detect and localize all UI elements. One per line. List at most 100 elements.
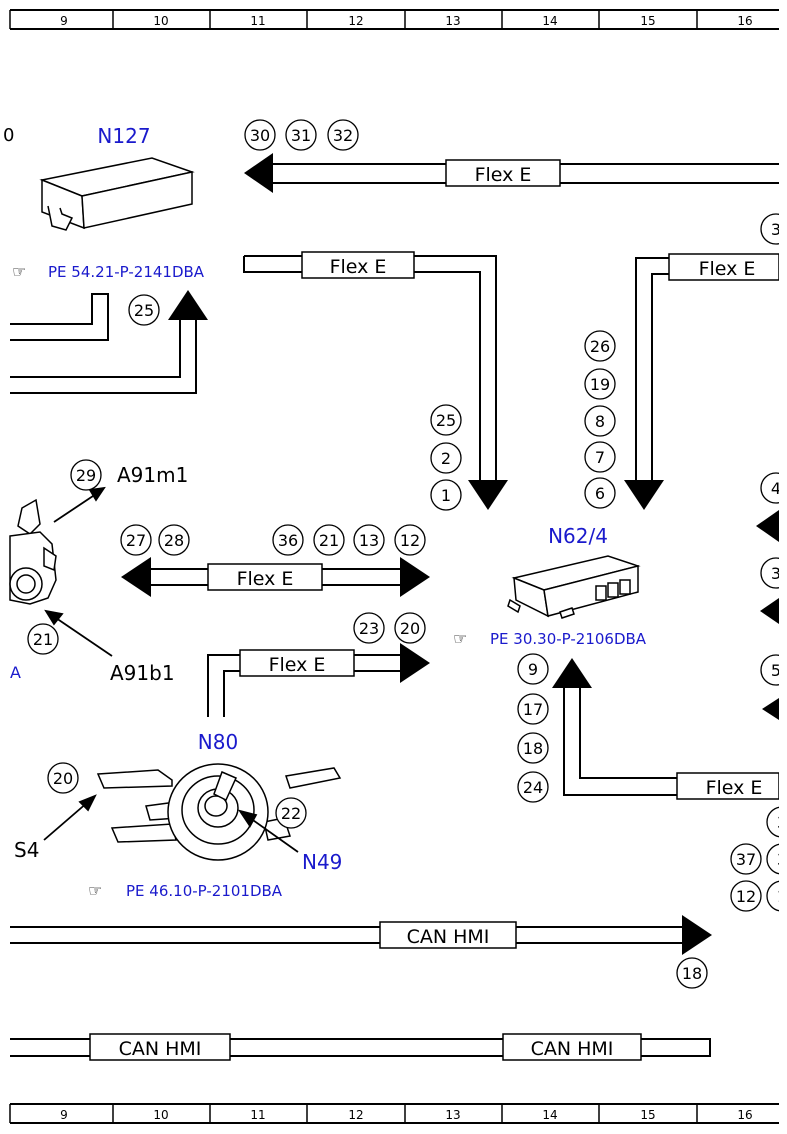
hand-pointer-icon: ☞ bbox=[88, 881, 102, 900]
callout-number: 3 bbox=[777, 850, 787, 869]
ref-n127-text[interactable]: PE 54.21-P-2141DBA bbox=[48, 263, 205, 281]
bus-line-left-upper bbox=[10, 293, 109, 341]
a91b1-label: A91b1 bbox=[110, 661, 175, 685]
ref-n127[interactable]: ☞ PE 54.21-P-2141DBA bbox=[12, 262, 205, 281]
ruler-col: 13 bbox=[445, 1108, 460, 1122]
callout-number: 18 bbox=[682, 964, 702, 983]
callout-number: 6 bbox=[595, 484, 605, 503]
callout-number: 1 bbox=[441, 486, 451, 505]
callout: 20 bbox=[47, 762, 79, 794]
ruler-col: 15 bbox=[640, 14, 655, 28]
callout-number: 37 bbox=[736, 850, 756, 869]
callout-number: 4 bbox=[771, 479, 781, 498]
callout-number: 2 bbox=[441, 449, 451, 468]
callout-number: 25 bbox=[134, 301, 154, 320]
callout-number: 3 bbox=[777, 813, 787, 832]
ruler-col: 10 bbox=[153, 1108, 168, 1122]
callout: 3 bbox=[766, 843, 787, 875]
callout: 27 bbox=[120, 524, 152, 556]
callout-number: 26 bbox=[590, 337, 610, 356]
callout: 2 bbox=[430, 442, 462, 474]
callout: 7 bbox=[584, 441, 616, 473]
a91-unit-illustration bbox=[9, 498, 57, 605]
arrow-up-n62-bottom bbox=[552, 658, 592, 688]
ruler-col: 14 bbox=[542, 14, 557, 28]
callout: 21 bbox=[313, 524, 345, 556]
ruler-col: 14 bbox=[542, 1108, 557, 1122]
reference-links[interactable]: ☞ PE 54.21-P-2141DBA ☞ PE 30.30-P-2106DB… bbox=[12, 262, 647, 900]
ruler-col: 9 bbox=[60, 1108, 68, 1122]
bus-label-flex-n80: Flex E bbox=[269, 654, 326, 676]
callout: 37 bbox=[730, 843, 762, 875]
bus-label-flex-mid: Flex E bbox=[237, 568, 294, 590]
callout: 32 bbox=[327, 119, 359, 151]
callout-number: 8 bbox=[595, 412, 605, 431]
ref-n80[interactable]: ☞ PE 46.10-P-2101DBA bbox=[88, 881, 283, 900]
callout: 4 bbox=[760, 472, 781, 504]
n80-steering-module-illustration bbox=[96, 763, 342, 861]
bus-line-left-lower bbox=[10, 318, 197, 394]
callout: 18 bbox=[517, 732, 549, 764]
ref-n62-4-text[interactable]: PE 30.30-P-2106DBA bbox=[490, 630, 647, 648]
arrow-left-edge-3 bbox=[762, 698, 779, 720]
component-labels: N127 N62/4 N80 N49 S4 A91m1 A91b1 A 0 bbox=[3, 124, 608, 874]
callout-number: 36 bbox=[278, 531, 298, 550]
arrow-right-n80 bbox=[400, 643, 430, 683]
callout-number: 12 bbox=[400, 531, 420, 550]
callout-number: 20 bbox=[400, 619, 420, 638]
arrow-up-left-bundle bbox=[168, 290, 208, 320]
hand-pointer-icon: ☞ bbox=[453, 629, 467, 648]
bus-line-flex-n127 bbox=[243, 255, 497, 482]
ruler-col: 10 bbox=[153, 14, 168, 28]
callout: 24 bbox=[517, 771, 549, 803]
bus-line-can-hmi-1 bbox=[10, 926, 684, 944]
callout-number: 23 bbox=[359, 619, 379, 638]
a91m1-label: A91m1 bbox=[117, 463, 188, 487]
arrow-left-n127 bbox=[244, 153, 273, 193]
callout: 17 bbox=[517, 693, 549, 725]
arrow-down-n62-right bbox=[624, 480, 664, 510]
callout-number: 7 bbox=[595, 448, 605, 467]
callout-number: 25 bbox=[436, 411, 456, 430]
bus-line-can-hmi-2 bbox=[10, 1038, 711, 1057]
ruler-col: 12 bbox=[348, 14, 363, 28]
callout-circles: 30 31 32 25 25 2 1 26 19 8 7 6 29 27 28 … bbox=[27, 119, 787, 989]
edge-fragment-label: 0 bbox=[3, 125, 14, 146]
arrow-down-n62-left bbox=[468, 480, 508, 510]
callout: 25 bbox=[430, 404, 462, 436]
callout: 3 bbox=[760, 213, 781, 245]
arrowheads bbox=[121, 153, 779, 955]
callout: 30 bbox=[244, 119, 276, 151]
callout: 28 bbox=[158, 524, 190, 556]
n62-4-module-illustration bbox=[507, 555, 641, 619]
callout-number: 1 bbox=[777, 887, 787, 906]
callout-number: 24 bbox=[523, 778, 543, 797]
bus-label-flex-right: Flex E bbox=[699, 258, 756, 280]
callout-number: 27 bbox=[126, 531, 146, 550]
n49-label: N49 bbox=[302, 850, 342, 874]
top-column-ruler: 9 10 11 12 13 14 15 16 bbox=[9, 9, 779, 30]
callout-number: 3 bbox=[771, 220, 781, 239]
callout: 19 bbox=[584, 368, 616, 400]
ruler-col: 16 bbox=[737, 1108, 752, 1122]
bottom-column-ruler: 9 10 11 12 13 14 15 16 bbox=[9, 1103, 779, 1124]
ruler-col: 13 bbox=[445, 14, 460, 28]
bus-label-flex-n127: Flex E bbox=[330, 256, 387, 278]
callout-number: 29 bbox=[76, 466, 96, 485]
callout: 23 bbox=[353, 612, 385, 644]
callout: 29 bbox=[70, 459, 102, 491]
arrow-left-edge-1 bbox=[756, 510, 779, 542]
callout: 9 bbox=[517, 653, 549, 685]
callout: 26 bbox=[584, 330, 616, 362]
callout-number: 5 bbox=[771, 661, 781, 680]
callout-number: 22 bbox=[281, 804, 301, 823]
ruler-col: 15 bbox=[640, 1108, 655, 1122]
s4-label: S4 bbox=[14, 838, 39, 862]
callout: 21 bbox=[27, 623, 59, 655]
ref-n80-text[interactable]: PE 46.10-P-2101DBA bbox=[126, 882, 283, 900]
callout: 12 bbox=[394, 524, 426, 556]
callout-number: 21 bbox=[319, 531, 339, 550]
n62-4-label: N62/4 bbox=[548, 524, 608, 548]
ref-n62-4[interactable]: ☞ PE 30.30-P-2106DBA bbox=[453, 629, 647, 648]
callout: 3 bbox=[760, 557, 779, 589]
